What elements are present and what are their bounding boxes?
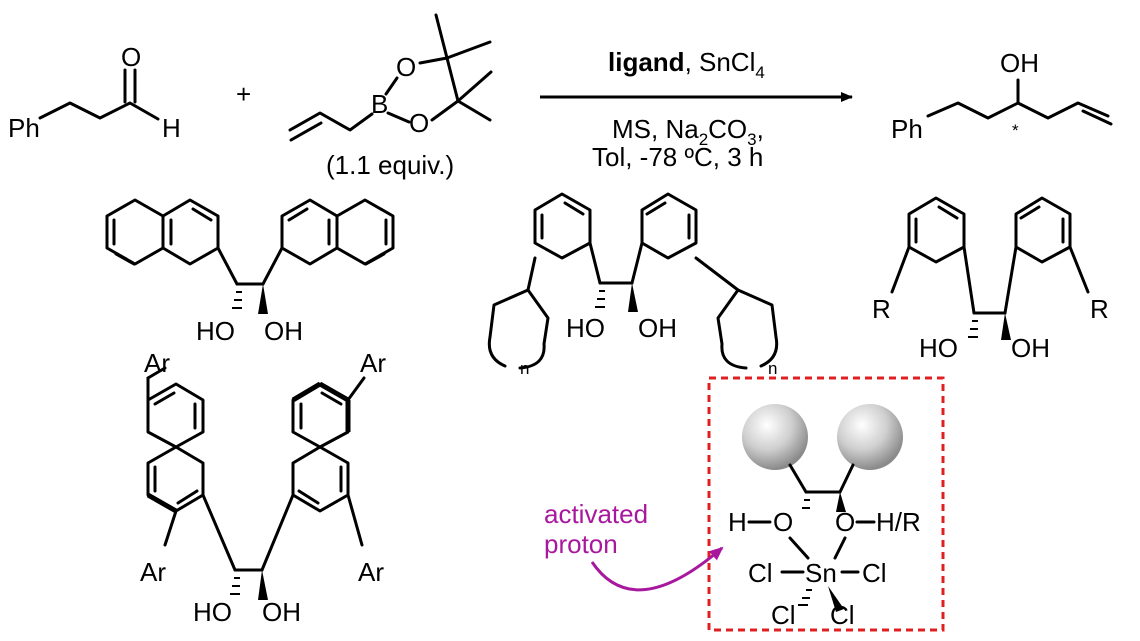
ligand-naphthyl: HO OH [105, 198, 395, 346]
complex-sn: Sn [805, 558, 837, 588]
complex-cl-bottom-right: Cl [830, 600, 855, 630]
substituted-ho-label: HO [919, 333, 958, 363]
annotation-line-2: proton [544, 529, 618, 559]
aldehyde-ph-label: Ph [8, 113, 40, 143]
sn-complex: H O O H/R Sn Cl Cl Cl Cl [707, 376, 945, 632]
product-oh-label: OH [1000, 48, 1039, 78]
aryl-naphthyl-ar-top-left: Ar [144, 348, 170, 378]
boronate-o-upper-label: O [396, 52, 416, 82]
complex-o-right: O [835, 507, 855, 537]
aryl-naphthyl-oh-label: OH [262, 597, 301, 627]
boron-label: B [371, 89, 388, 119]
stereocenter-star: * [1012, 121, 1019, 140]
allyl-boronate-structure: B O O (1.1 equiv.) [288, 13, 493, 180]
complex-cl-left: Cl [748, 558, 773, 588]
product-ph-label: Ph [891, 114, 923, 144]
equiv-label: (1.1 equiv.) [326, 150, 454, 180]
ligand-aryl-naphthyl: Ar Ar Ar Ar HO OH [140, 348, 386, 627]
cycloalkyl-ho-label: HO [566, 313, 605, 343]
conditions-line-2: MS, Na2CO3, [612, 114, 764, 149]
complex-cl-right: Cl [862, 558, 887, 588]
product-structure: Ph OH * [891, 48, 1113, 144]
conditions-line-1: ligand, SnCl4 [608, 47, 765, 82]
substituted-r-left-label: R [872, 294, 891, 324]
substituent-sphere-left [742, 404, 808, 470]
aryl-naphthyl-ar-bottom-right: Ar [358, 557, 384, 587]
aryl-naphthyl-ar-top-right: Ar [360, 348, 386, 378]
reaction-arrow-group: ligand, SnCl4 MS, Na2CO3, Tol, -78 ºC, 3… [540, 47, 853, 172]
cycloalkyl-n-left-label: n [520, 359, 529, 378]
complex-cl-bottom-left: Cl [771, 600, 796, 630]
cycloalkyl-oh-label: OH [638, 313, 677, 343]
conditions-line-3: Tol, -78 ºC, 3 h [592, 142, 763, 172]
cycloalkyl-n-right-label: n [768, 359, 777, 378]
annotation-arrow [590, 546, 724, 592]
aldehyde-o-label: O [121, 42, 141, 72]
complex-h-right: H/R [876, 507, 921, 537]
annotation-line-1: activated [544, 499, 648, 529]
complex-dashed-box [707, 376, 945, 632]
naphthyl-oh-label: OH [264, 316, 303, 346]
aldehyde-structure: Ph O H [8, 42, 181, 143]
aryl-naphthyl-ho-label: HO [193, 597, 232, 627]
substituted-oh-label: OH [1011, 333, 1050, 363]
substituted-r-right-label: R [1090, 294, 1109, 324]
ligand-cycloalkyl: HO OH n n [487, 192, 779, 378]
plus-sign: + [236, 79, 251, 109]
ligand-substituted: R R HO OH [872, 196, 1109, 363]
complex-o-left: O [773, 507, 793, 537]
boronate-o-lower-label: O [409, 108, 429, 138]
aldehyde-h-label: H [162, 113, 181, 143]
complex-h-left: H [728, 507, 747, 537]
aryl-naphthyl-ar-bottom-left: Ar [140, 557, 166, 587]
substituent-sphere-right [837, 404, 903, 470]
naphthyl-ho-label: HO [196, 316, 235, 346]
activated-proton-annotation: activated proton [544, 499, 724, 592]
